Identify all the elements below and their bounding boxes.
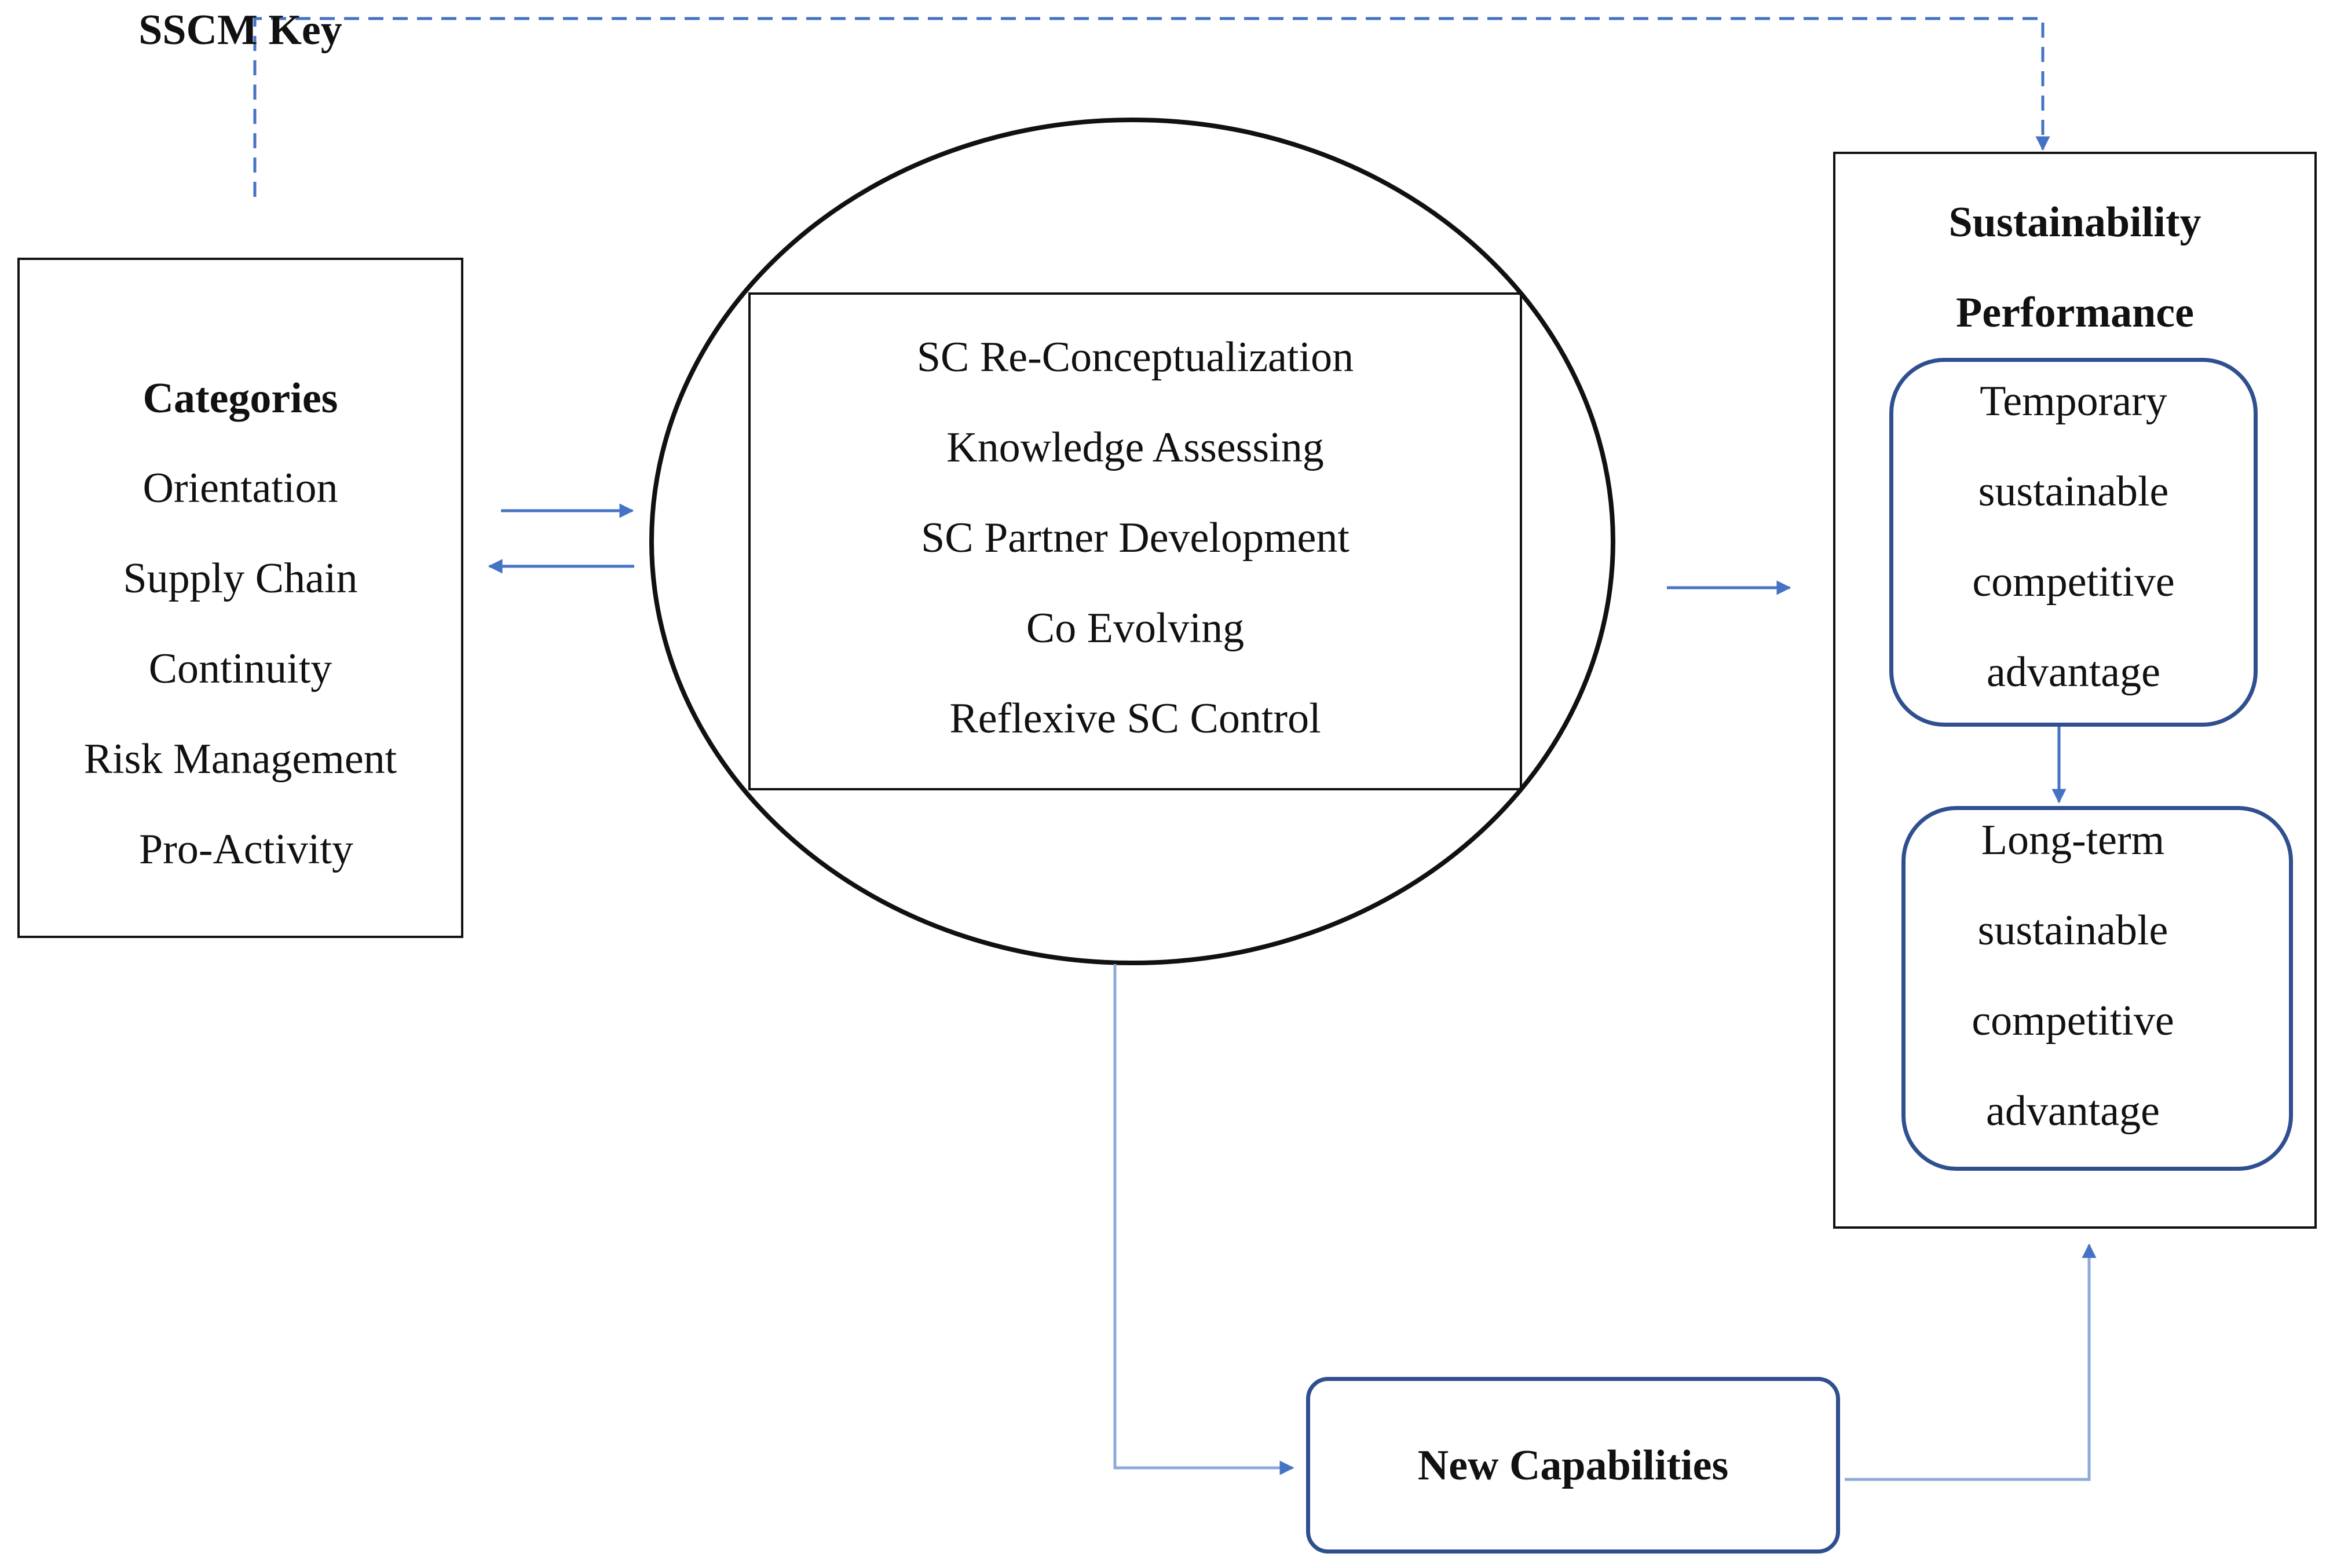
new-capabilities-label: New Capabilities — [1417, 1442, 1729, 1489]
long-term-line2: sustainable — [1977, 907, 2168, 954]
long-term-line3: competitive — [1972, 997, 2174, 1045]
sscm-item-risk-management: Risk Management — [83, 735, 397, 783]
arrow-center-to-new-capabilities — [1113, 964, 1294, 1475]
sscm-item-orientation: Orientation — [142, 464, 338, 512]
capability-sc-partner-development: SC Partner Development — [921, 514, 1349, 562]
sustainability-performance-box: Sustainability Performance — [1833, 152, 2317, 1229]
sscm-item-supply-chain: Supply Chain — [123, 555, 358, 602]
capability-knowledge-assessing: Knowledge Assessing — [946, 424, 1324, 471]
capability-reflexive-sc-control: Reflexive SC Control — [949, 695, 1321, 742]
temporary-line2: sustainable — [1978, 468, 2169, 515]
temporary-advantage-box: Temporary sustainable competitive advant… — [1889, 358, 2258, 727]
new-capabilities-box: New Capabilities — [1306, 1377, 1840, 1554]
dynamic-capabilities-box: SC Re-Conceptualization Knowledge Assess… — [748, 292, 1522, 790]
sscm-item-pro-activity: Pro-Activity — [139, 826, 353, 873]
capability-sc-reconceptualization: SC Re-Conceptualization — [916, 334, 1354, 381]
dashed-feedback-arrow — [253, 17, 2050, 197]
arrow-new-capabilities-to-performance — [1845, 1243, 2097, 1481]
temporary-line1: Temporary — [1980, 378, 2167, 425]
sscm-item-continuity: Continuity — [148, 645, 332, 693]
long-term-line1: Long-term — [1981, 816, 2165, 864]
sscm-key-categories-box: SSCM Key Categories Orientation Supply C… — [17, 6, 463, 938]
long-term-line4: advantage — [1986, 1087, 2160, 1135]
performance-title-line2: Performance — [1956, 289, 2194, 336]
long-term-advantage-box: Long-term sustainable competitive advant… — [1901, 806, 2293, 1171]
temporary-line4: advantage — [1987, 649, 2160, 696]
performance-title-line1: Sustainability — [1948, 199, 2201, 246]
capability-co-evolving: Co Evolving — [1026, 605, 1245, 652]
central-ellipse — [649, 118, 1615, 965]
sscm-title-line1: SSCM Key — [138, 6, 342, 54]
sscm-title-line2: Categories — [142, 375, 338, 422]
temporary-line3: competitive — [1972, 558, 2175, 606]
